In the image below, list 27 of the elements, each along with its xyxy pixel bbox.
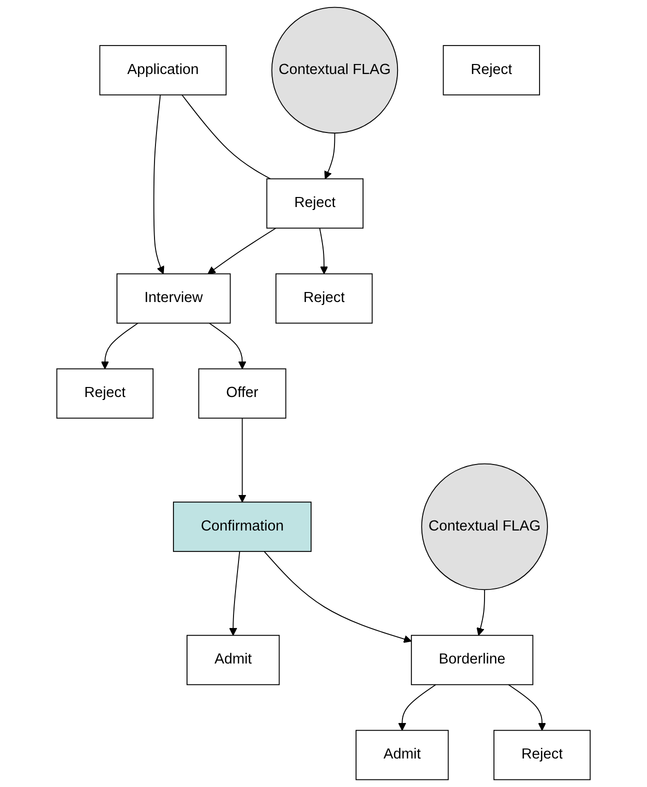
- arrow: [208, 322, 246, 370]
- node-box: Reject: [493, 730, 591, 780]
- arrow: [264, 550, 412, 643]
- connector: [182, 94, 271, 180]
- arrow: [238, 418, 246, 502]
- arrow: [508, 684, 546, 731]
- node-box: Admit: [186, 634, 280, 686]
- node-box: Admit: [356, 730, 449, 780]
- node-box: Reject: [266, 178, 364, 229]
- node-box: Reject: [275, 273, 373, 324]
- arrow: [319, 228, 328, 274]
- node-circle: Contextual FLAG: [271, 6, 398, 134]
- arrow: [100, 322, 138, 370]
- arrow: [208, 228, 276, 274]
- node-circle: Contextual FLAG: [421, 463, 548, 590]
- arrow: [324, 132, 336, 180]
- node-box: Reject: [56, 368, 154, 419]
- node-box: Reject: [442, 45, 540, 96]
- node-box: Confirmation: [172, 502, 312, 552]
- node-box: Offer: [198, 368, 286, 419]
- arrow: [398, 684, 436, 731]
- arrow: [153, 94, 164, 274]
- node-box: Interview: [116, 273, 231, 324]
- arrow: [476, 589, 486, 636]
- node-box: Application: [99, 45, 227, 96]
- node-box: Borderline: [410, 634, 534, 686]
- arrow: [229, 550, 240, 636]
